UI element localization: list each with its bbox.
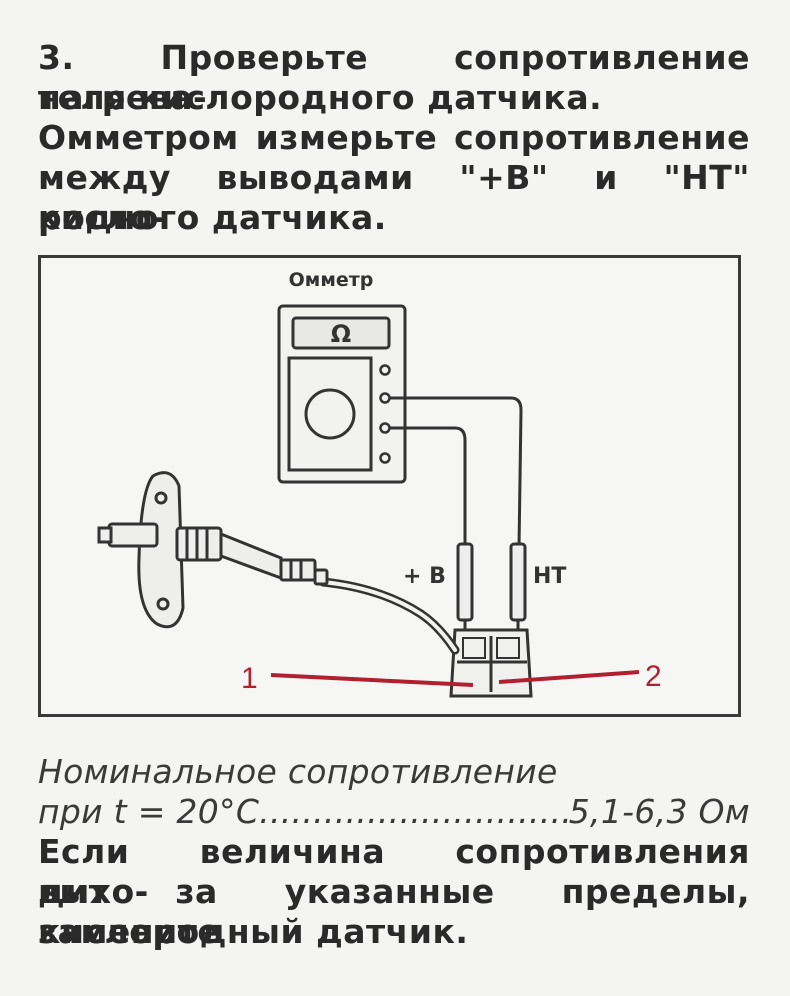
instruction-line-2: теля кислородного датчика.: [38, 78, 603, 117]
instruction-line-4: между выводами "+В" и "НТ" кисло-: [38, 158, 750, 237]
marker-2-label: 2: [645, 660, 662, 693]
ohmmeter-label: Омметр: [289, 269, 374, 291]
probe-b: [456, 542, 474, 622]
marker-1-label: 1: [241, 662, 258, 695]
ohmmeter-display: [291, 316, 391, 350]
instruction-line-5: родного датчика.: [38, 198, 387, 237]
ohmmeter-dial: [304, 388, 356, 440]
terminal-ht-label: НТ: [533, 564, 566, 589]
ohm-symbol: Ω: [331, 320, 351, 348]
diagram-svg: Ω Омметр + В НТ: [97, 269, 662, 698]
sensor-cable: [318, 577, 460, 655]
spec-value: 5,1-6,3 Ом: [568, 792, 750, 831]
terminal-b-label: + В: [403, 564, 446, 589]
oxygen-sensor: [97, 471, 329, 629]
spec-leader-dots: ........................................…: [259, 792, 569, 831]
lead-wire-b: [389, 426, 467, 548]
note-line-1: Если величина сопротивления выхо-: [38, 832, 750, 911]
spec-condition: при t = 20°C: [38, 792, 260, 831]
instruction-line-1: 3. Проверьте сопротивление нагрева-: [38, 38, 750, 117]
spec-value-line: при t = 20°C ...........................…: [38, 792, 750, 832]
note-line-3: кислородный датчик.: [38, 912, 469, 951]
ohmmeter-dial-panel: [287, 356, 373, 472]
ohmmeter-diagram: Ω Омметр + В НТ: [38, 255, 741, 717]
lead-wire-ht: [389, 396, 523, 549]
note-line-2: дит за указанные пределы, замените: [38, 872, 750, 951]
instruction-line-3: Омметром измерьте сопротивление: [38, 118, 750, 157]
spec-heading: Номинальное сопротивление: [38, 752, 558, 791]
marker-line-1: [270, 673, 474, 687]
marker-line-2: [498, 670, 640, 684]
probe-ht: [509, 542, 527, 622]
